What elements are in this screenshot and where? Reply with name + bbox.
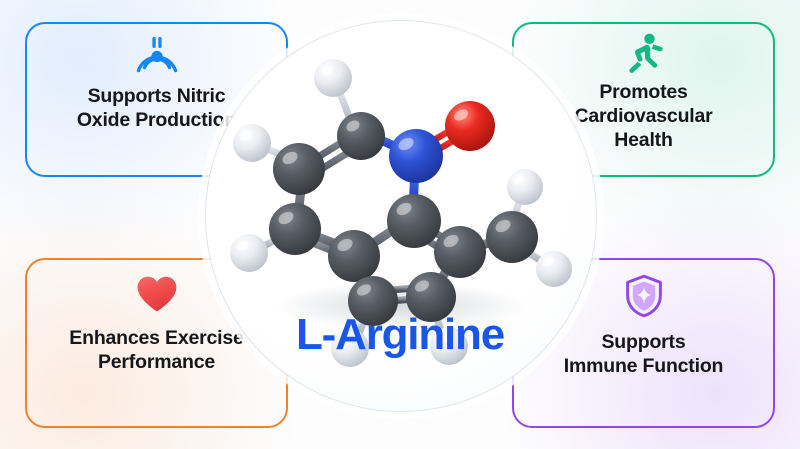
benefit-card-label: Supports Nitric Oxide Production xyxy=(76,85,237,131)
benefit-card-label: Enhances Exercise Performance xyxy=(69,327,244,373)
shield-sparkle-icon xyxy=(624,274,664,318)
heart-icon xyxy=(135,274,179,314)
running-person-icon xyxy=(623,32,665,76)
nitric-oxide-signal-icon xyxy=(135,34,179,76)
page-title: L-Arginine xyxy=(296,310,505,359)
benefit-card-label: Promotes Cardiovascular Health xyxy=(574,81,713,151)
benefit-card-cardiovascular[interactable]: Promotes Cardiovascular Health xyxy=(512,22,775,177)
benefit-card-label: Supports Immune Function xyxy=(563,331,724,377)
